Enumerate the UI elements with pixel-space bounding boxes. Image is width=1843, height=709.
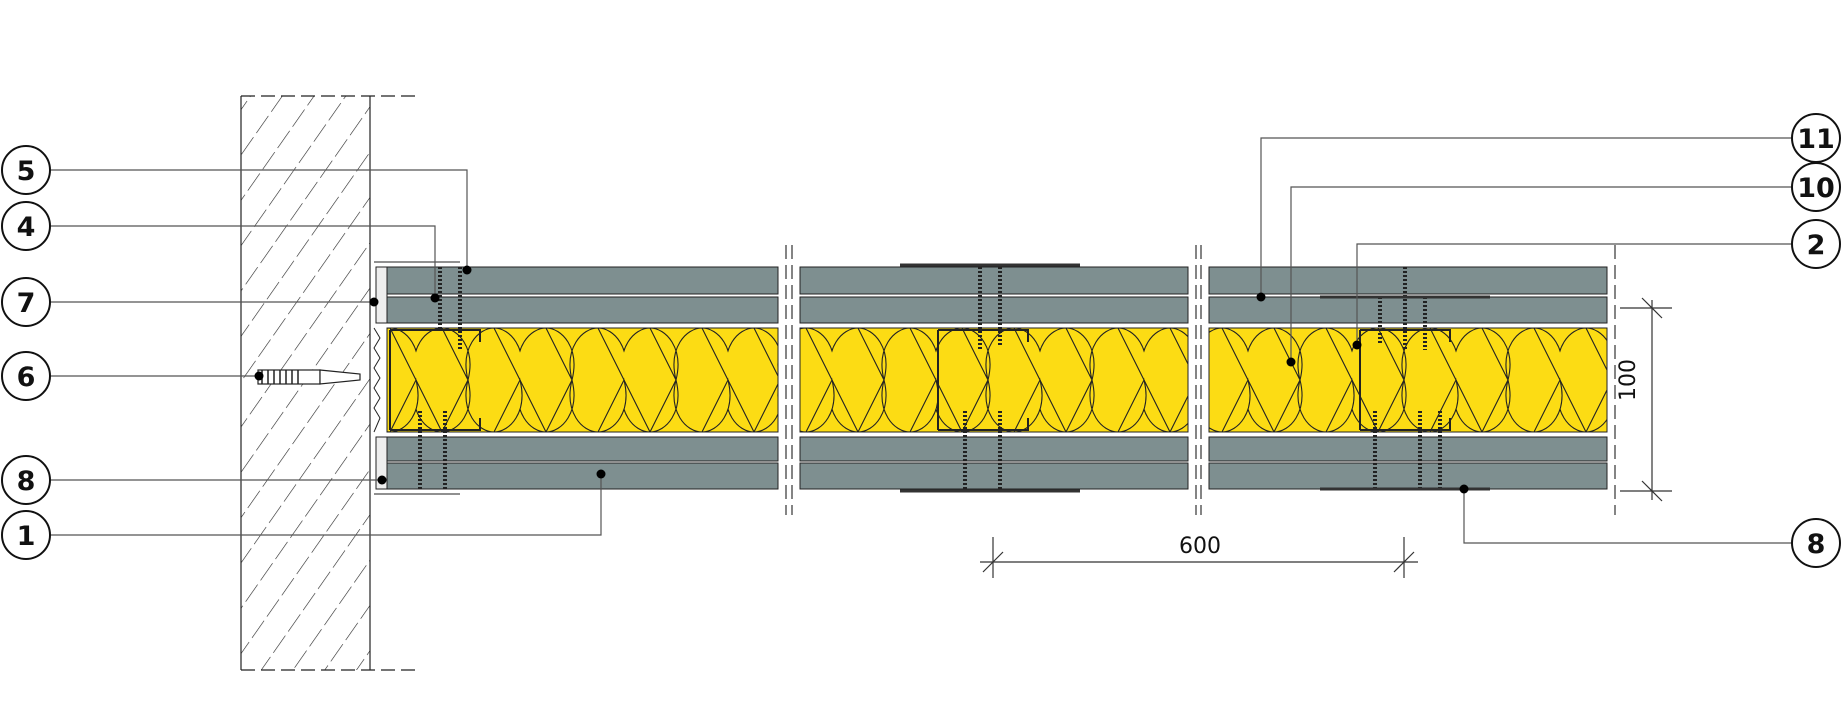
leader-line bbox=[50, 474, 602, 536]
plasterboard-layer bbox=[799, 462, 1189, 490]
leader-line bbox=[1290, 186, 1792, 362]
mineral-wool-insulation bbox=[386, 327, 779, 433]
dimension-spacing: 600 bbox=[980, 534, 1418, 578]
wall-segment bbox=[791, 245, 1197, 515]
leader-line bbox=[50, 225, 436, 298]
leader-dot bbox=[377, 475, 387, 485]
leader-dot bbox=[430, 293, 440, 303]
leader-line bbox=[1260, 137, 1792, 297]
plasterboard-layer bbox=[1208, 436, 1608, 462]
plasterboard-layer bbox=[386, 296, 779, 324]
plasterboard-layer bbox=[799, 296, 1189, 324]
wall-anchor-plug bbox=[257, 369, 361, 385]
callout-7: 7 bbox=[1, 277, 51, 327]
leader-dot bbox=[1459, 484, 1469, 494]
callout-leaders bbox=[50, 137, 1792, 544]
c-stud-outline bbox=[937, 329, 1029, 431]
leader-dot bbox=[1256, 292, 1266, 302]
callout-8-left: 8 bbox=[1, 455, 51, 505]
callout-label: 2 bbox=[1807, 230, 1826, 261]
edge-profile bbox=[389, 329, 481, 431]
wall-segment bbox=[1200, 245, 1616, 515]
leader-dot bbox=[596, 469, 606, 479]
leader-dot bbox=[1352, 340, 1362, 350]
callout-label: 10 bbox=[1797, 173, 1835, 204]
plasterboard-layer bbox=[799, 266, 1189, 295]
edge-sealant-strips bbox=[373, 261, 460, 495]
callout-2: 2 bbox=[1791, 219, 1841, 269]
leader-dot bbox=[369, 297, 379, 307]
plasterboard-layer bbox=[799, 436, 1189, 462]
leader-line bbox=[1463, 489, 1792, 544]
callout-5: 5 bbox=[1, 145, 51, 195]
plasterboard-layer bbox=[1208, 266, 1608, 295]
callout-11: 11 bbox=[1791, 113, 1841, 163]
leader-line bbox=[1356, 243, 1792, 345]
callout-4: 4 bbox=[1, 201, 51, 251]
callout-6: 6 bbox=[1, 351, 51, 401]
callout-10: 10 bbox=[1791, 162, 1841, 212]
callout-label: 8 bbox=[17, 466, 36, 497]
callout-1: 1 bbox=[1, 510, 51, 560]
dimension-height: 100 bbox=[1616, 297, 1672, 502]
plasterboard-layer bbox=[1208, 462, 1608, 490]
leader-line bbox=[50, 169, 468, 270]
mineral-wool-insulation bbox=[799, 327, 1189, 433]
partition-wall-segments bbox=[386, 245, 1616, 515]
plasterboard-layer bbox=[386, 462, 779, 490]
leader-dot bbox=[1286, 357, 1296, 367]
c-stud-outline bbox=[389, 329, 481, 431]
callout-label: 5 bbox=[17, 156, 36, 187]
callout-8-right: 8 bbox=[1791, 518, 1841, 568]
wall-segment bbox=[386, 245, 787, 515]
callout-label: 1 bbox=[17, 521, 36, 552]
dimension-height-label: 100 bbox=[1616, 359, 1641, 401]
callout-label: 6 bbox=[17, 362, 36, 393]
callout-label: 7 bbox=[17, 288, 36, 319]
callout-label: 4 bbox=[17, 212, 36, 243]
leader-dot bbox=[462, 265, 472, 275]
plasterboard-layer bbox=[386, 266, 779, 295]
mineral-wool-insulation bbox=[1208, 327, 1608, 433]
plasterboard-layer bbox=[1208, 296, 1608, 324]
callout-label: 11 bbox=[1797, 124, 1835, 155]
dimension-spacing-label: 600 bbox=[1179, 534, 1221, 559]
leader-dot bbox=[254, 371, 264, 381]
callout-label: 8 bbox=[1807, 529, 1826, 560]
stud-profile bbox=[937, 329, 1029, 431]
